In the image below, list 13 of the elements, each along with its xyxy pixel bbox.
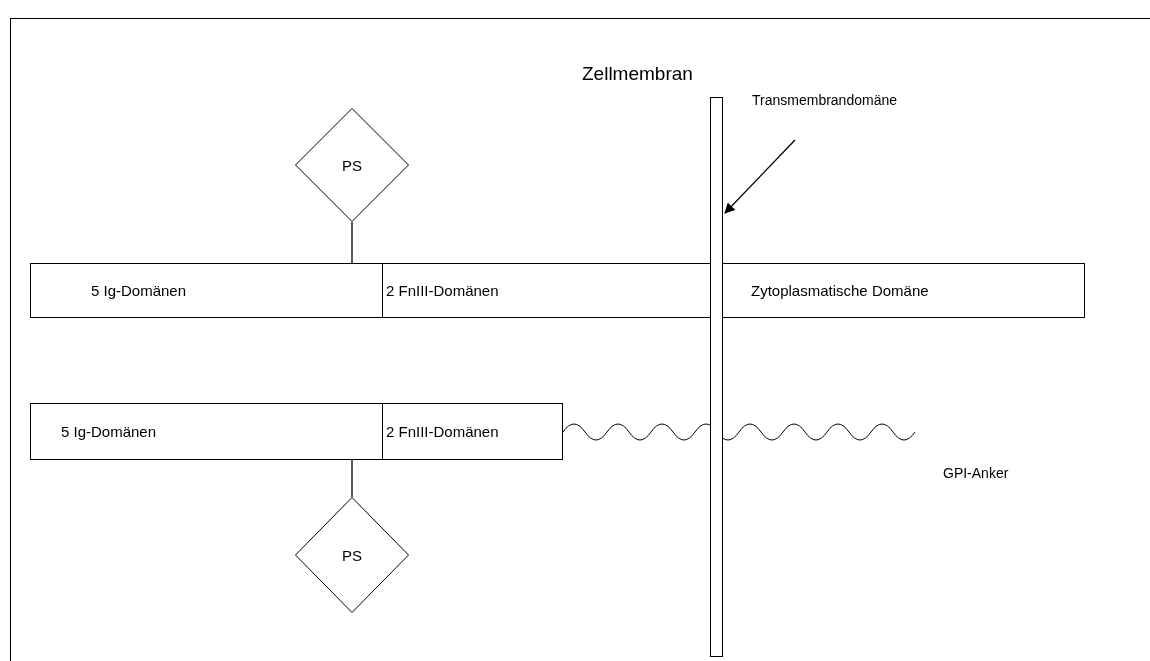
- diamond-label: PS: [342, 156, 362, 174]
- domain-box: 5 Ig-Domänen: [30, 263, 383, 318]
- domain-box: 2 FnIII-Domänen: [382, 403, 563, 460]
- domain-box: Zytoplasmatische Domäne: [722, 263, 1085, 318]
- domain-box: 2 FnIII-Domänen: [382, 263, 712, 318]
- annotation-text: Transmembrandomäne: [752, 92, 897, 108]
- membrane-heading: Zellmembran: [582, 63, 693, 85]
- arrow: [724, 139, 796, 214]
- connector-line: [351, 221, 353, 264]
- diamond-label: PS: [342, 546, 362, 564]
- connector-line: [351, 459, 353, 498]
- domain-box: 5 Ig-Domänen: [30, 403, 383, 460]
- anchor-label: GPI-Anker: [943, 465, 1009, 481]
